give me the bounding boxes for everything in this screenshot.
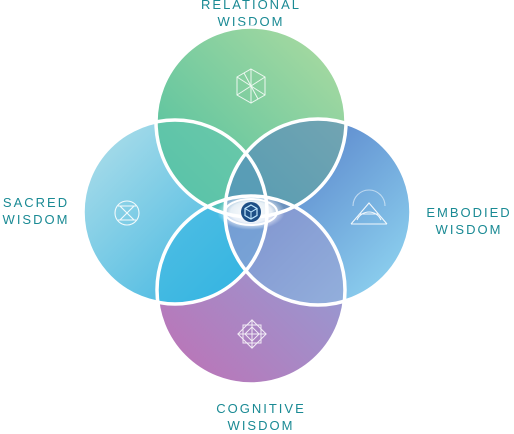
interlocked-squares-icon [237, 319, 267, 349]
cube-lens-icon [241, 202, 261, 222]
mountain-sun-icon [350, 189, 388, 225]
center-lens [224, 198, 278, 226]
hourglass-circle-icon [114, 200, 140, 226]
hexagon-cube-icon [236, 68, 266, 104]
